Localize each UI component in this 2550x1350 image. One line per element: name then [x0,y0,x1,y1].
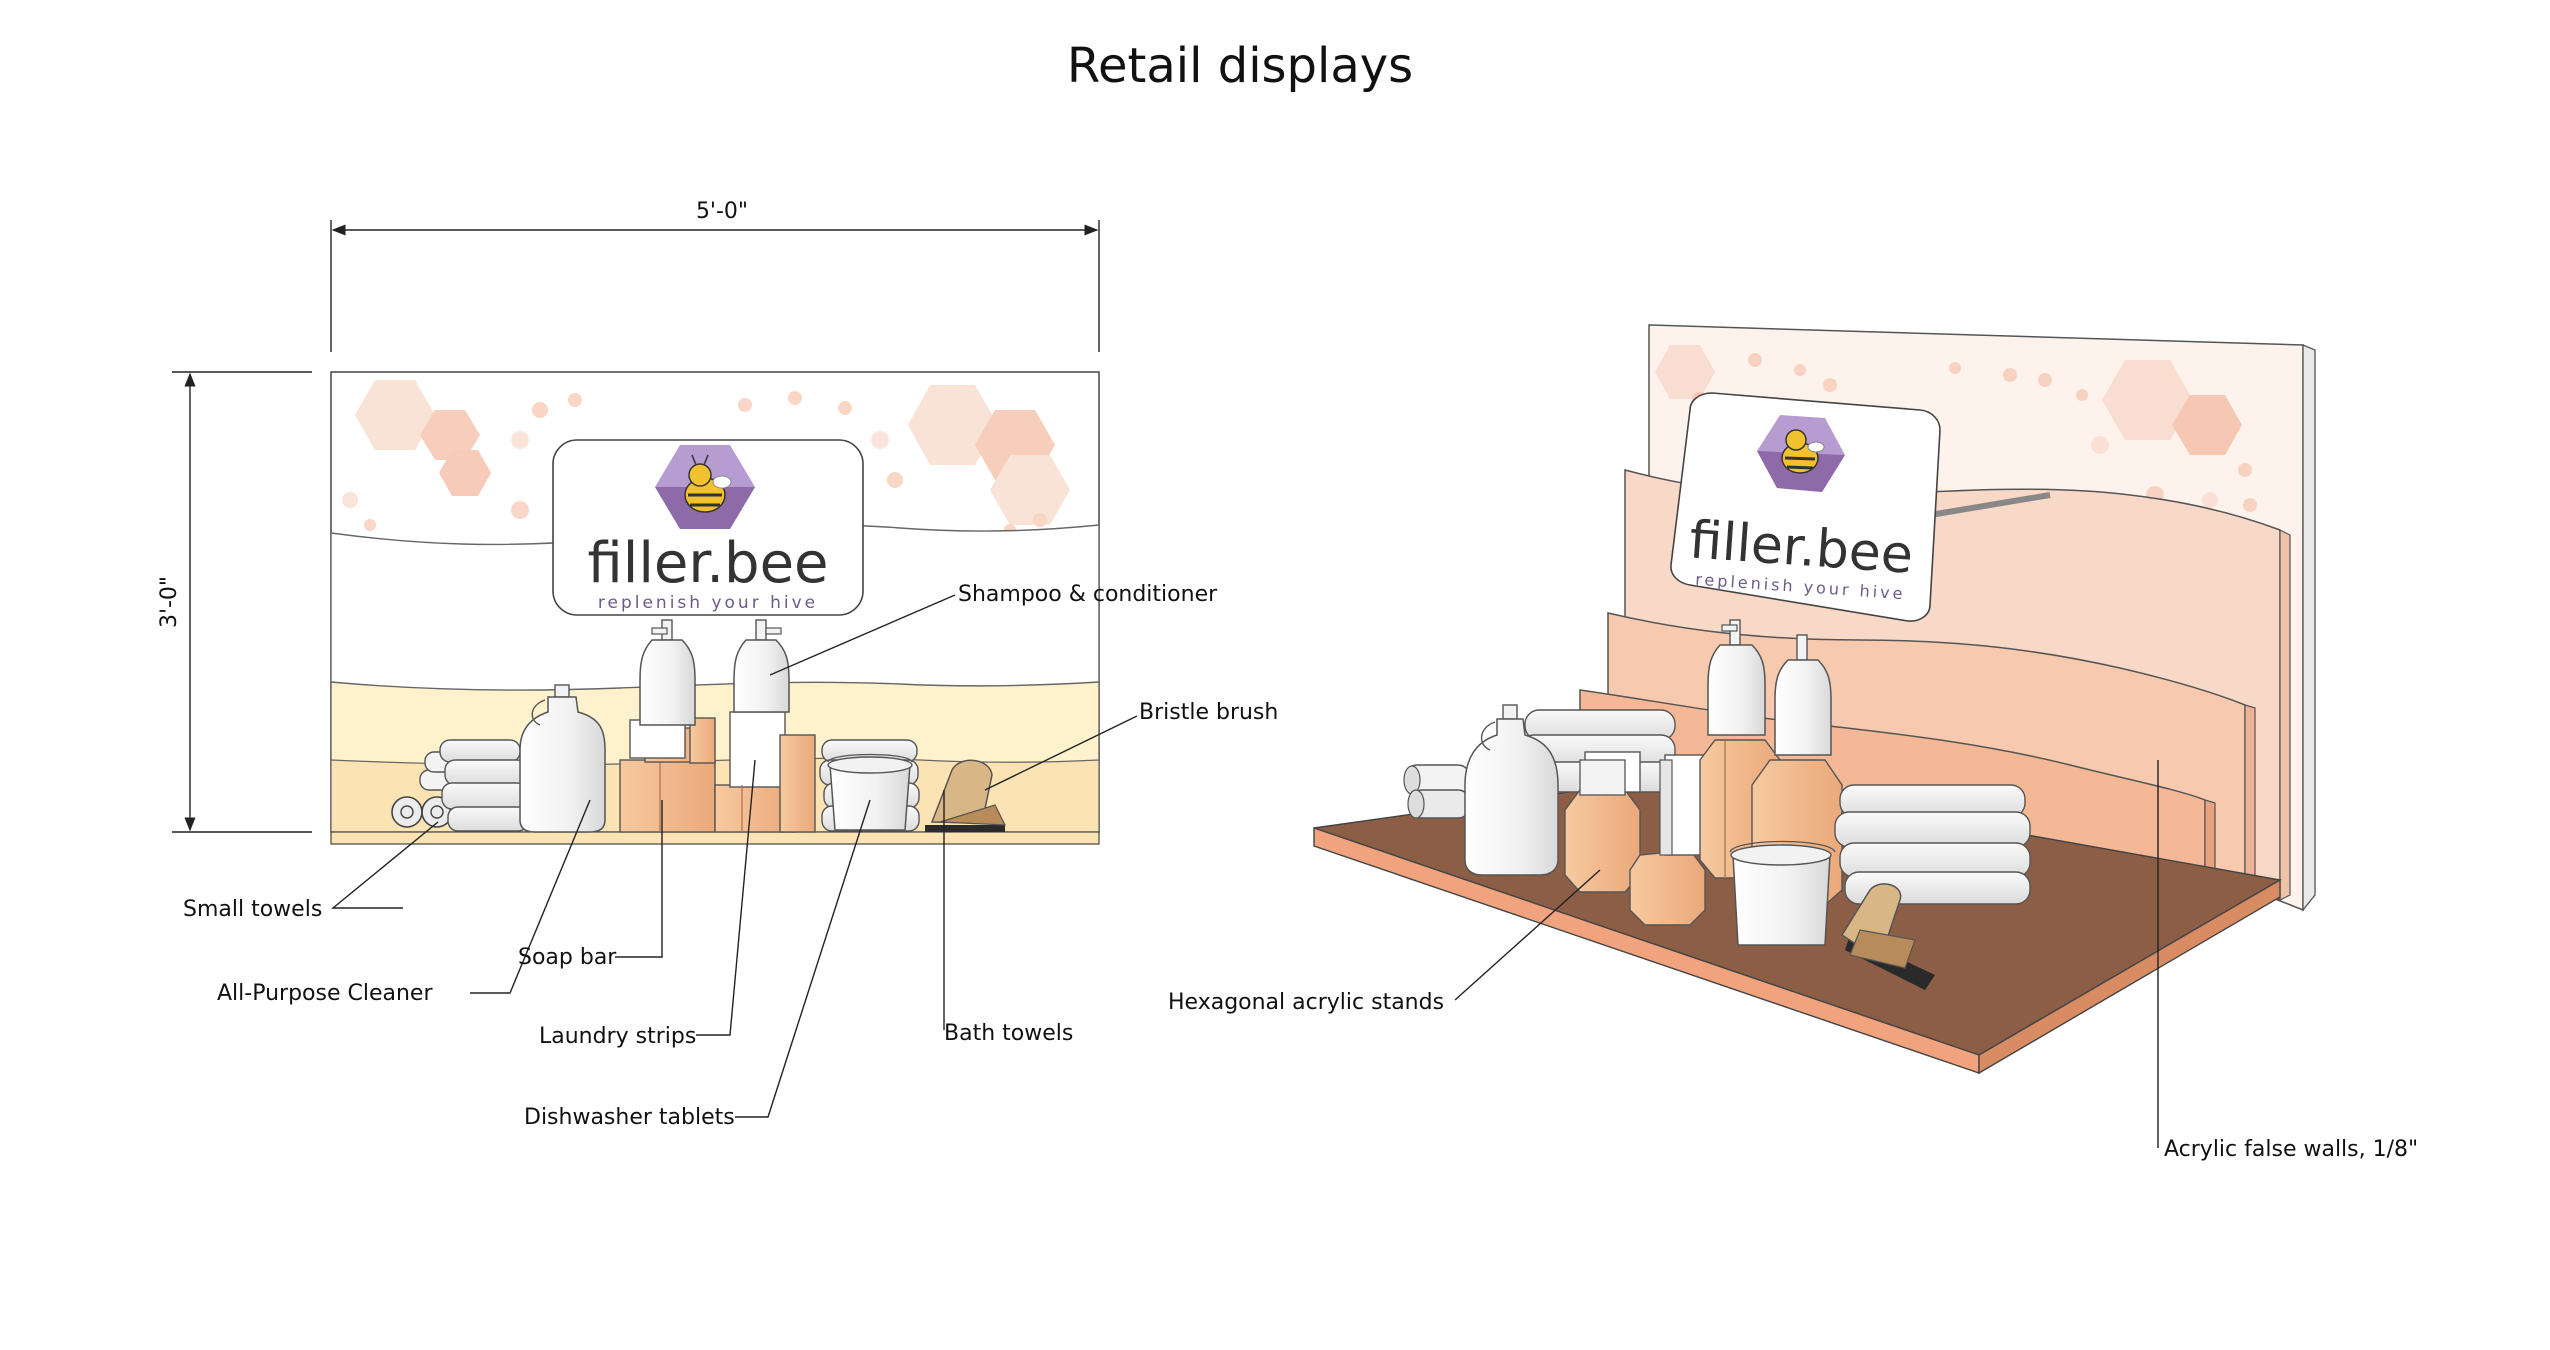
iso-view-display: filler.bee replenish your hive [1313,324,2316,1075]
label-all-purpose-cleaner: All-Purpose Cleaner [217,981,433,1006]
front-labels: Shampoo & conditioner Bristle brush Smal… [183,582,1278,1130]
label-bath-towels: Bath towels [944,1021,1073,1046]
iso-product-conditioner-bottle [1774,634,1832,756]
height-dimension-label: 3'-0" [157,576,182,628]
iso-hex-stand-laundry [1629,754,1708,926]
brand-tagline: replenish your hive [598,593,818,613]
iso-hexagon-pattern [1655,345,2257,512]
brand-name: filler.bee [588,531,829,596]
product-dishwasher-tablets [827,753,913,831]
hexagon-pattern [342,380,1070,536]
label-dishwasher-tablets: Dishwasher tablets [524,1105,735,1130]
front-view-display: filler.bee replenish your hive [330,371,1100,845]
label-acrylic-false-walls: Acrylic false walls, 1/8" [2164,1137,2418,1162]
iso-product-bath-towels-front [1834,784,2031,905]
iso-product-bristle-brush [1840,883,1935,990]
label-soap-bar: Soap bar [518,945,617,970]
width-dimension: 5'-0" [330,199,1100,352]
iso-product-small-towels [1403,764,1471,819]
label-small-towels: Small towels [183,897,322,922]
product-all-purpose-cleaner [519,684,606,833]
product-laundry-strips [714,711,816,833]
iso-bee-icon [1781,429,1825,474]
iso-labels: Hexagonal acrylic stands Acrylic false w… [1168,990,2418,1162]
product-conditioner-bottle [733,619,790,713]
bee-icon [684,454,732,513]
iso-hex-stand-soap [1564,751,1641,893]
iso-product-all-purpose-cleaner [1464,704,1559,876]
product-bath-towels-stack-left [439,739,529,832]
label-laundry-strips: Laundry strips [539,1024,696,1049]
width-dimension-label: 5'-0" [696,199,748,224]
product-soap-bars [619,717,716,833]
iso-leader-lines [1454,760,2159,1148]
page-title: Retail displays [1066,38,1414,94]
iso-product-shampoo-bottle [1707,619,1766,736]
height-dimension: 3'-0" [157,371,312,833]
logo-sign: filler.bee replenish your hive [552,439,864,616]
label-hexagonal-acrylic-stands: Hexagonal acrylic stands [1168,990,1444,1015]
label-bristle-brush: Bristle brush [1139,700,1278,725]
label-shampoo-conditioner: Shampoo & conditioner [958,582,1218,607]
product-bristle-brush [925,759,1006,832]
front-leader-lines [331,594,1138,1118]
iso-product-dishwasher-tablets [1729,840,1836,946]
product-shampoo-bottle [639,619,696,726]
